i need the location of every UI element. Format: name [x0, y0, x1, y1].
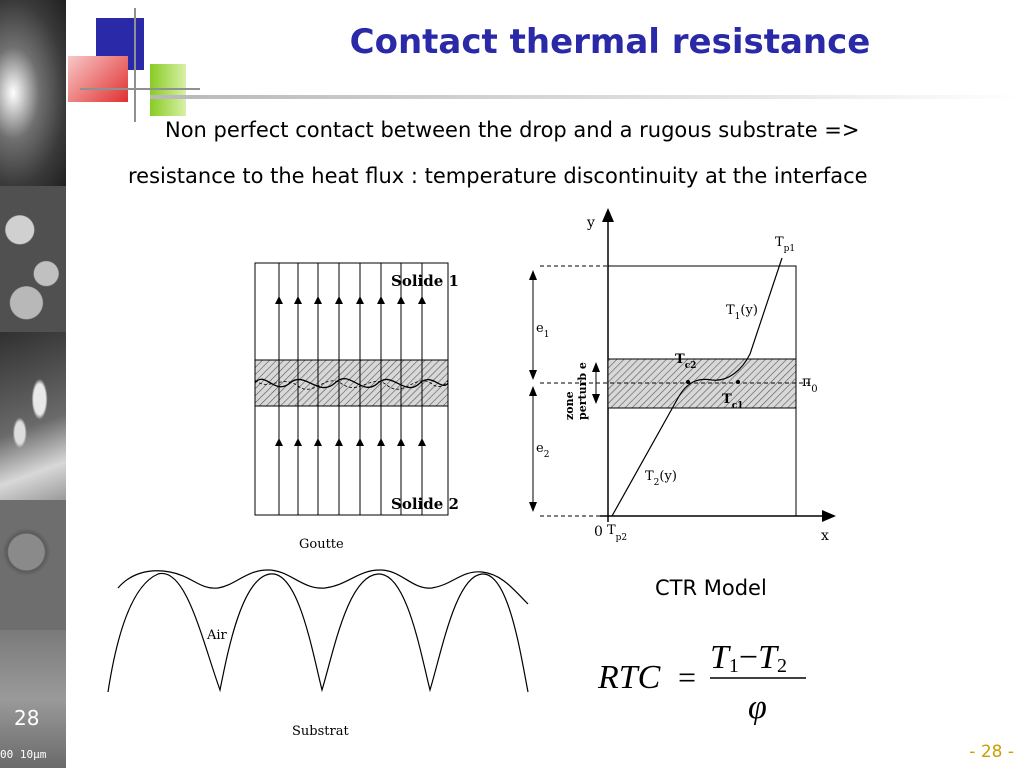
- label-t1y: T1(y): [726, 303, 758, 322]
- label-tp1: Tp1: [775, 235, 795, 254]
- label-t2y: T2(y): [645, 469, 677, 488]
- photo-tile-1: [0, 0, 66, 186]
- label-air: Air: [206, 628, 228, 643]
- scale-bar-label: 00 10µm: [0, 748, 47, 761]
- page-number: - 28 -: [969, 742, 1014, 762]
- x-axis-arrow: [822, 510, 836, 522]
- photo-tile-4: [0, 500, 66, 630]
- flux-figure: Solide 1 Solide 2 Goutte: [254, 262, 459, 552]
- roughness-figure: Air Substrat: [107, 569, 529, 739]
- rtc-formula: RTC = T1−T2 φ: [597, 639, 806, 726]
- deco-red-square: [68, 56, 128, 102]
- flux-contact-zone: [254, 359, 449, 407]
- formula-equals: =: [678, 659, 696, 695]
- label-e2: e2: [536, 441, 549, 460]
- tc2-point: [686, 380, 690, 384]
- label-solide1: Solide 1: [391, 272, 459, 290]
- flux-interface-dashed: [254, 379, 449, 390]
- drop-surface-curve: [117, 569, 529, 605]
- label-solide2: Solide 2: [391, 495, 459, 513]
- image-strip: [0, 0, 66, 768]
- flux-arrows-bottom: [275, 438, 426, 446]
- body-line-2: resistance to the heat flux : temperatur…: [128, 164, 868, 188]
- label-zone: zone: [563, 391, 576, 420]
- title-underline: [150, 95, 1024, 99]
- slide-number: 28: [14, 706, 40, 730]
- temperature-figure: y x 0 Tp1 Tp2 T1(y) T2(y) Tc2 Tc1 π0 e1 …: [529, 208, 836, 544]
- label-tc1: Tc1: [722, 392, 743, 411]
- slide-title: Contact thermal resistance: [349, 22, 871, 62]
- label-e1: e1: [536, 321, 549, 340]
- label-goutte: Goutte: [299, 537, 344, 552]
- deco-vertical-line: [134, 8, 136, 122]
- flux-interface-curve: [254, 378, 449, 389]
- zone-dim-arrows: [592, 362, 600, 404]
- formula-denominator: φ: [748, 689, 767, 726]
- label-pi0: π0: [802, 374, 818, 395]
- label-y: y: [586, 215, 595, 231]
- substrate-surface-curve: [107, 572, 529, 693]
- flux-arrows-top: [275, 296, 426, 304]
- label-origin: 0: [594, 524, 603, 540]
- photo-tile-2: [0, 186, 66, 332]
- deco-horizontal-line: [80, 88, 200, 90]
- formula-lhs: RTC: [597, 659, 661, 696]
- label-perturb: perturb e: [576, 362, 589, 420]
- temperature-profile-curve: [611, 257, 783, 517]
- ctr-model-label: CTR Model: [655, 576, 767, 600]
- deco-green-square: [150, 64, 186, 116]
- label-x: x: [821, 528, 829, 544]
- tc1-point: [736, 380, 740, 384]
- formula-numerator: T1−T2: [710, 639, 787, 677]
- label-substrat: Substrat: [292, 724, 349, 739]
- label-tc2: Tc2: [675, 352, 696, 371]
- photo-tile-3: [0, 332, 66, 500]
- body-line-1: Non perfect contact between the drop and…: [165, 118, 860, 142]
- flux-lines: [278, 263, 423, 515]
- photo-tile-5: [0, 630, 66, 768]
- label-tp2: Tp2: [607, 523, 627, 543]
- y-axis-arrow: [602, 208, 614, 222]
